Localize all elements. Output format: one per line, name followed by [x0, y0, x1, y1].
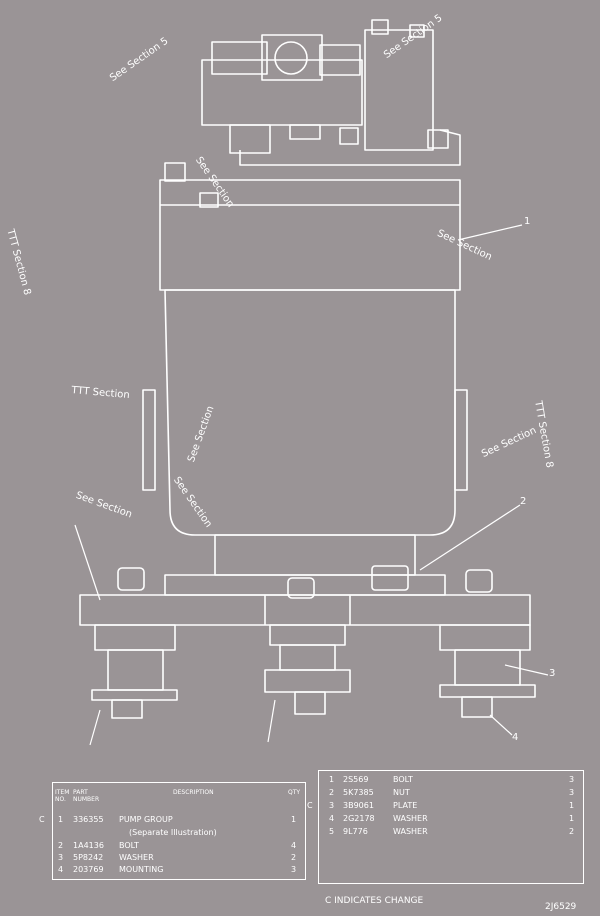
right-row-4-qty: 1: [569, 814, 575, 823]
right-row-4-desc: WASHER: [393, 814, 428, 823]
left-row-5-qty: 3: [291, 865, 297, 874]
right-row-1-qty: 3: [569, 775, 575, 784]
header-qty: QTY: [288, 789, 301, 796]
change-note: C INDICATES CHANGE: [325, 896, 424, 906]
left-row-5-part: 203769: [73, 865, 104, 874]
left-row-3-item: 2: [58, 841, 64, 850]
right-row-2-qty: 3: [569, 788, 575, 797]
right-row-1-item: 1: [329, 775, 335, 784]
left-row-4-desc: WASHER: [119, 853, 154, 862]
right-row-1-part: 2S569: [343, 775, 369, 784]
left-row-1-desc: PUMP GROUP: [119, 815, 173, 824]
right-row-1-desc: BOLT: [393, 775, 413, 784]
left-row-3-part: 1A4136: [73, 841, 104, 850]
parts-table-right: 1 2S569 BOLT 3 2 5K7385 NUT 3 C 3 3B9061 PLATE 1 4…: [307, 770, 584, 884]
right-row-5-part: 9L776: [343, 827, 368, 836]
header-description: DESCRIPTION: [173, 789, 214, 796]
left-row-1-marker: C: [39, 815, 45, 824]
right-row-4-item: 4: [329, 814, 335, 823]
right-row-3-part: 3B9061: [343, 801, 374, 810]
leader-lines: [74, 224, 549, 746]
right-row-3-qty: 1: [569, 801, 575, 810]
left-row-3-desc: BOLT: [119, 841, 139, 850]
item-number-1: 1: [524, 216, 531, 227]
item-number-3: 3: [549, 668, 556, 679]
left-row-4-part: 5P8242: [73, 853, 104, 862]
left-row-3-qty: 4: [291, 841, 297, 850]
right-row-3-desc: PLATE: [393, 801, 418, 810]
pump-body: [142, 162, 468, 576]
right-row-5-item: 5: [329, 827, 335, 836]
left-row-2-desc: (Separate Illustration): [129, 828, 217, 837]
mounting-plate: [79, 565, 531, 626]
left-row-1-part: 336355: [73, 815, 104, 824]
right-row-3-item: 3: [329, 801, 335, 810]
right-row-4-part: 2G2178: [343, 814, 375, 823]
left-row-5-desc: MOUNTING: [119, 865, 164, 874]
isolator-mounts: [91, 624, 536, 719]
right-row-5-desc: WASHER: [393, 827, 428, 836]
right-row-2-item: 2: [329, 788, 335, 797]
left-row-5-item: 4: [58, 865, 64, 874]
item-number-4: 4: [512, 732, 519, 743]
left-row-4-item: 3: [58, 853, 64, 862]
item-number-2: 2: [520, 496, 527, 507]
header-part-number: PART NUMBER: [73, 789, 100, 803]
right-row-3-marker: C: [307, 801, 313, 810]
pump-head-assembly: [201, 19, 461, 166]
left-row-4-qty: 2: [291, 853, 297, 862]
left-row-1-qty: 1: [291, 815, 297, 824]
right-row-2-part: 5K7385: [343, 788, 374, 797]
drawing-number: 2J6529: [545, 902, 577, 912]
header-item: ITEM NO.: [55, 789, 70, 803]
right-row-5-qty: 2: [569, 827, 575, 836]
right-row-2-desc: NUT: [393, 788, 410, 797]
left-row-1-item: 1: [58, 815, 64, 824]
